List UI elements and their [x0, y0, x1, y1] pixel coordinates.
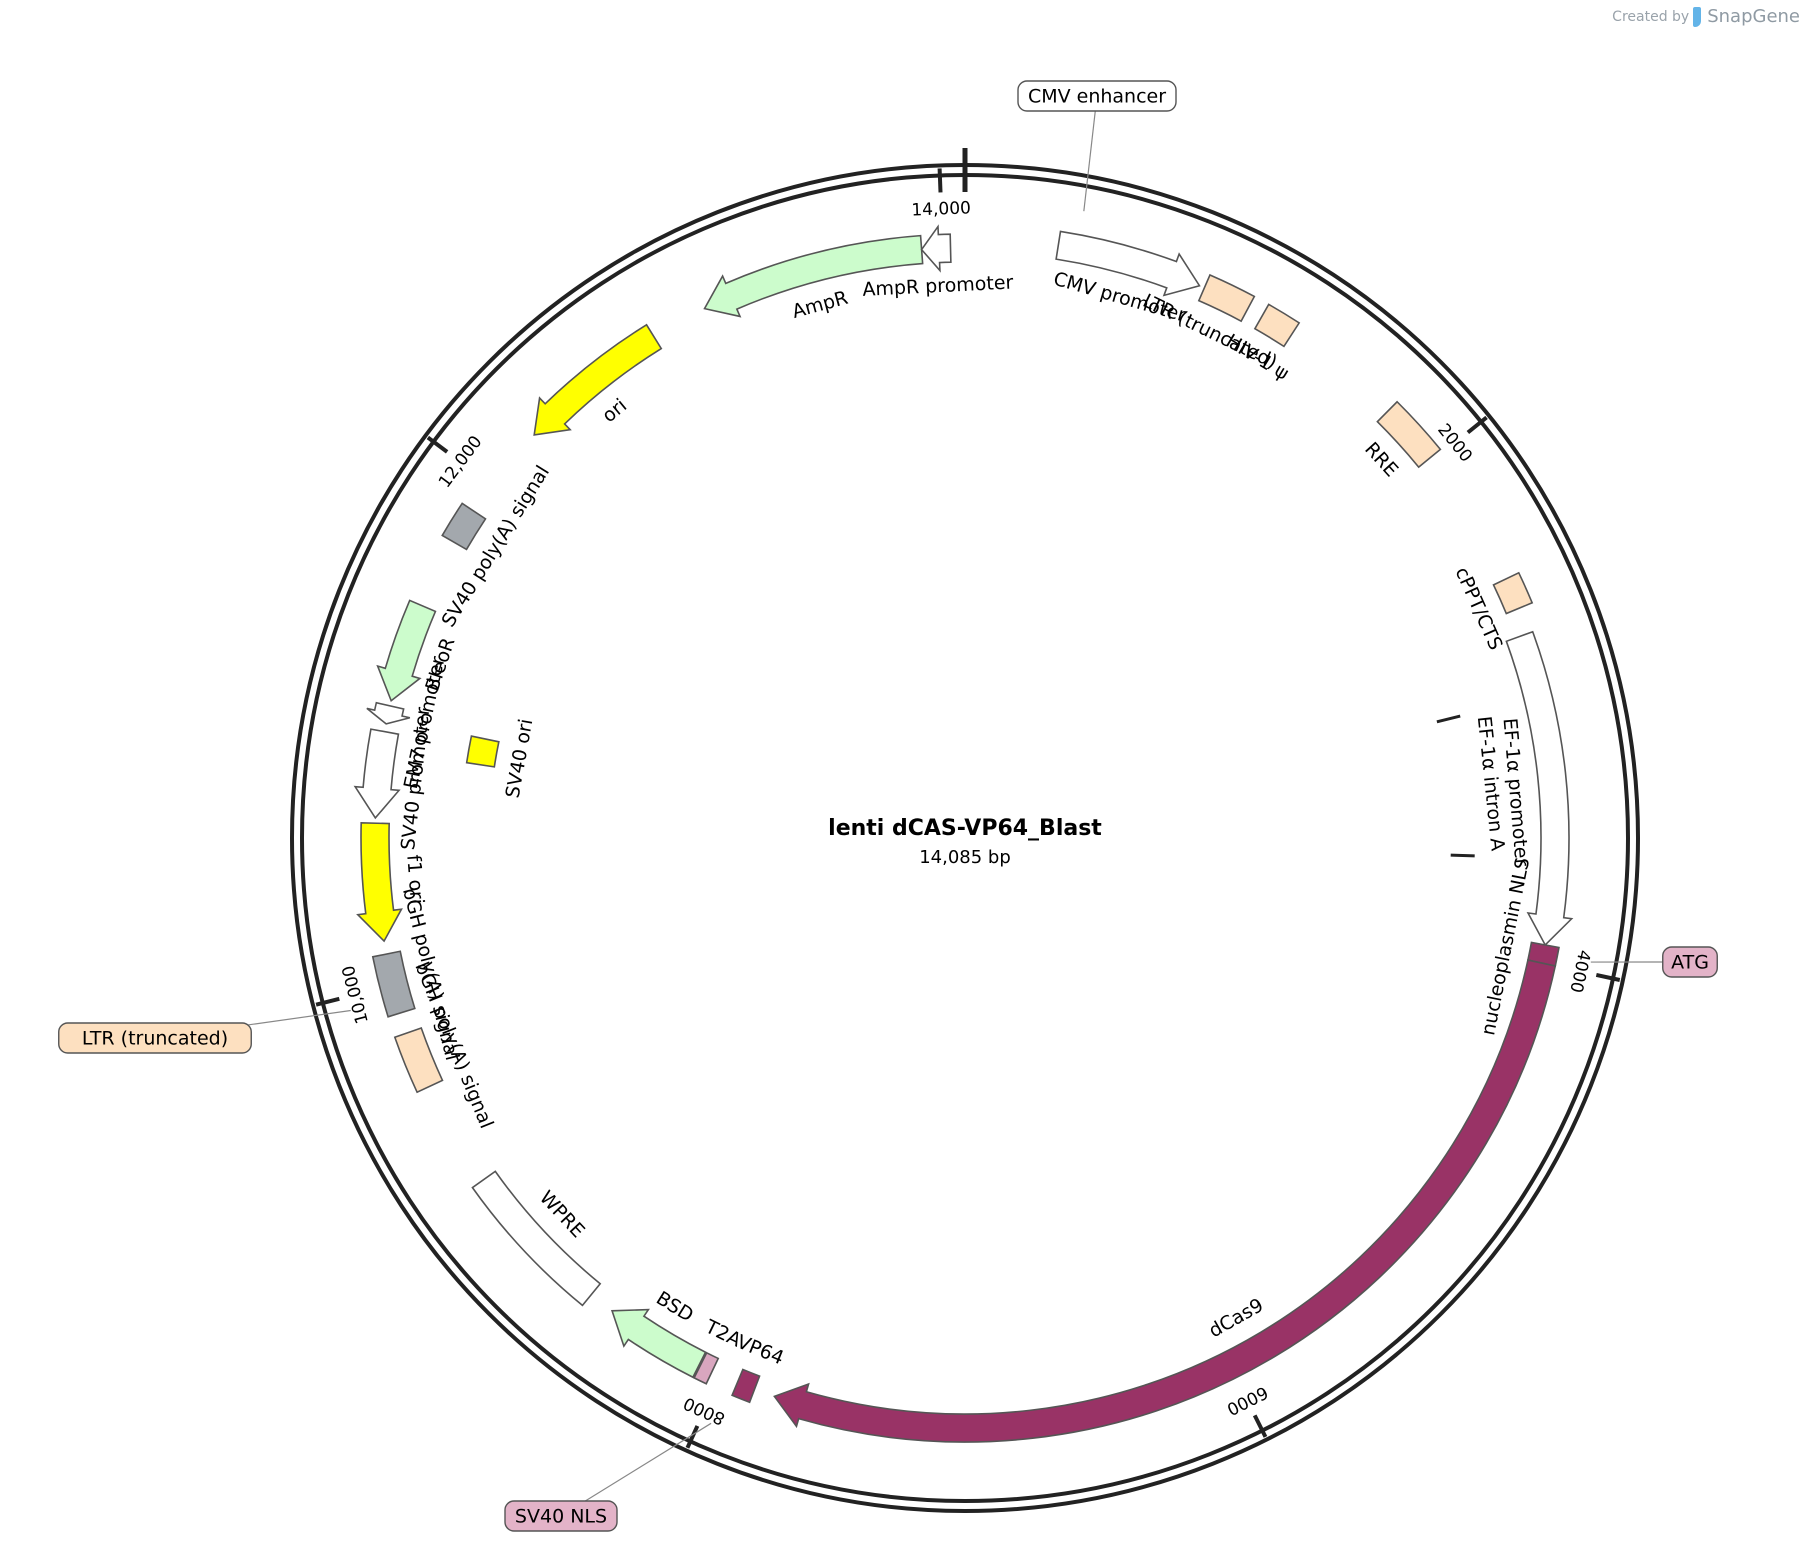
callout-box-cmv-enhancer[interactable] — [1017, 80, 1177, 112]
tick-label-12000: 12,000 — [435, 432, 487, 492]
feature-hiv-1-psi[interactable] — [1253, 303, 1301, 348]
label-rre: RRE — [1360, 438, 1402, 481]
tick-label-10000: 10,000 — [339, 963, 373, 1026]
callout-label-cmv-enhancer: CMV enhancer — [1028, 86, 1166, 108]
credit-prefix: Created by — [1612, 8, 1690, 25]
feature-ef-1a-intron-a-end-1 — [1450, 853, 1475, 858]
feature-ampr[interactable] — [703, 234, 924, 318]
feature-f1-ori[interactable] — [356, 822, 403, 943]
snapgene-logo-icon — [1693, 6, 1702, 27]
plasmid-name: lenti dCAS-VP64_Blast — [828, 816, 1102, 841]
feature-ori[interactable] — [533, 323, 663, 436]
label-sv40-ori: SV40 ori — [502, 717, 538, 800]
tick-8000 — [685, 1425, 700, 1449]
tick-10000 — [315, 996, 340, 1007]
tick-6000 — [1252, 1414, 1268, 1438]
feature-em7-promoter[interactable] — [366, 701, 411, 725]
credit-brand: SnapGene — [1707, 6, 1800, 27]
tick-label-4000: 4000 — [1565, 948, 1594, 995]
feature-bsd[interactable] — [610, 1308, 707, 1379]
features — [353, 224, 1574, 1443]
tick-2000 — [1466, 415, 1488, 435]
callout-box-sv40-nls[interactable] — [504, 1500, 618, 1532]
callout-label-atg: ATG — [1671, 952, 1709, 974]
credit: Created by SnapGene — [1612, 6, 1800, 27]
feature-ef-1a-intron-a-end-0 — [1436, 714, 1461, 724]
callout-box-atg[interactable] — [1662, 946, 1718, 978]
feature-sv40-promoter[interactable] — [353, 728, 401, 820]
feature-ltr-truncated[interactable] — [1197, 273, 1256, 323]
feature-bgh-poly-a-signal[interactable] — [393, 1027, 444, 1094]
feature-rre[interactable] — [1376, 400, 1442, 469]
feature-vp64[interactable] — [731, 1368, 761, 1404]
callout-label-ltr-truncated: LTR (truncated) — [82, 1028, 228, 1050]
feature-sv40-ori[interactable] — [465, 735, 500, 768]
label-ampr-promoter: AmpR promoter — [862, 271, 1014, 300]
tick-label-8000: 8000 — [681, 1392, 729, 1428]
plasmid-size: 14,085 bp — [919, 847, 1011, 868]
feature-cppt-cts[interactable] — [1492, 571, 1534, 615]
tick-4000 — [1595, 972, 1621, 982]
tick-12000 — [426, 435, 449, 454]
feature-sv40-poly-a-signal[interactable] — [441, 502, 487, 551]
label-sv40-poly-a-signal: SV40 poly(A) signal — [437, 462, 554, 631]
feature-dcas9[interactable] — [773, 959, 1557, 1443]
callout-label-sv40-nls: SV40 NLS — [515, 1506, 607, 1528]
feature-t2a[interactable] — [693, 1351, 720, 1385]
feature-cmv-promoter[interactable] — [1055, 230, 1201, 297]
callout-box-ltr-truncated[interactable] — [58, 1022, 252, 1054]
feature-wpre[interactable] — [471, 1170, 602, 1307]
tick-label-2000: 2000 — [1433, 420, 1476, 466]
label-bsd: BSD — [652, 1287, 697, 1326]
label-ori: ori — [598, 394, 631, 427]
callout-leader-cmv-enhancer — [1083, 95, 1098, 212]
label-cppt-cts: cPPT/CTS — [1451, 564, 1507, 654]
feature-ltr-truncated-2[interactable] — [371, 950, 416, 1018]
feature-bleor[interactable] — [376, 599, 437, 703]
tick-14000 — [937, 168, 943, 193]
tick-label-6000: 6000 — [1223, 1382, 1271, 1419]
feature-ampr-promoter[interactable] — [920, 224, 952, 273]
label-f1-ori: f1 ori — [402, 854, 428, 905]
label-ampr: AmpR — [790, 287, 851, 323]
tick-label-14000: 14,000 — [911, 198, 971, 220]
